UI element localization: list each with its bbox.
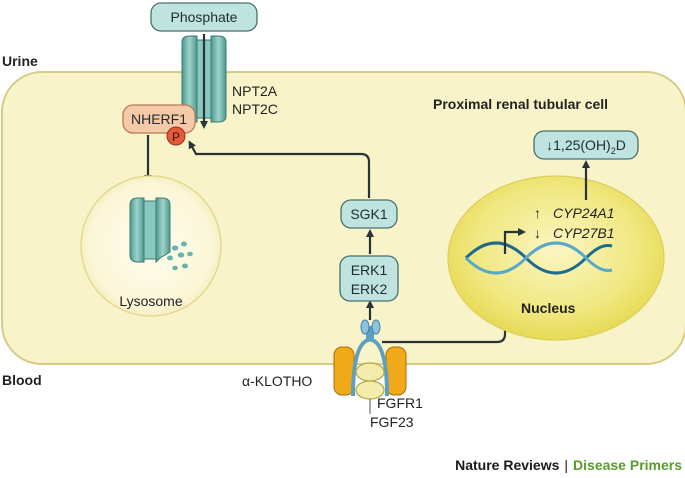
phospho-label: P <box>172 130 180 144</box>
blood-label: Blood <box>2 372 42 388</box>
klotho-label: α-KLOTHO <box>242 373 312 389</box>
transcription-arrow <box>503 228 526 254</box>
vitd-subscript: 2 <box>611 146 616 156</box>
nucleus-label: Nucleus <box>521 300 576 316</box>
footer-brand: Nature Reviews <box>455 457 559 473</box>
lysosome: Lysosome <box>80 175 222 317</box>
fgf23-label: FGF23 <box>370 414 414 430</box>
cyp24a1-label: CYP24A1 <box>553 205 614 221</box>
dna-icon <box>464 241 613 275</box>
cyp27b1-label: CYP27B1 <box>553 225 614 241</box>
erk-box: ERK1 ERK2 <box>339 255 399 302</box>
degraded-fragments-icon <box>167 241 193 271</box>
phosphate-box: Phosphate <box>150 2 258 32</box>
urine-label: Urine <box>2 53 38 69</box>
fgfr1-klotho-complex <box>333 319 407 414</box>
receptor-to-nucleus-arrow <box>382 289 509 344</box>
erk1-label: ERK1 <box>351 262 388 278</box>
sgk1-to-nherf1-arrow <box>188 140 371 198</box>
sgk1-box: SGK1 <box>340 199 398 229</box>
vitd-main-label: ↓1,25(OH) <box>546 137 611 153</box>
fgf23-ligand-icon <box>355 362 385 382</box>
npt2a-label: NPT2A <box>232 83 278 99</box>
vitd-suffix: D <box>616 137 626 153</box>
klotho-left-icon <box>333 346 355 396</box>
cell-title: Proximal renal tubular cell <box>433 96 608 112</box>
footer-separator: | <box>564 457 568 473</box>
footer-series: Disease Primers <box>573 457 682 473</box>
fgfr1-label: FGFR1 <box>377 395 423 411</box>
npt2c-label: NPT2C <box>232 101 278 117</box>
vitamin-d-box: ↓1,25(OH)2D <box>533 130 639 160</box>
nherf1-label: NHERF1 <box>131 111 187 127</box>
klotho-right-icon <box>385 346 407 396</box>
cyp27b1-down-icon: ↓ <box>534 225 541 241</box>
svg-text:↓1,25(OH)2D: ↓1,25(OH)2D <box>546 137 626 156</box>
nucleus: Nucleus <box>447 175 665 341</box>
lysosome-label: Lysosome <box>119 293 183 309</box>
sgk1-label: SGK1 <box>350 206 388 222</box>
footer-credit: Nature Reviews | Disease Primers <box>455 457 682 473</box>
phosphorylation-icon: P <box>166 126 186 146</box>
cyp24a1-up-icon: ↑ <box>534 205 541 221</box>
phosphate-label: Phosphate <box>171 9 238 25</box>
erk2-label: ERK2 <box>351 281 388 297</box>
nherf1-box: NHERF1 <box>122 104 196 134</box>
